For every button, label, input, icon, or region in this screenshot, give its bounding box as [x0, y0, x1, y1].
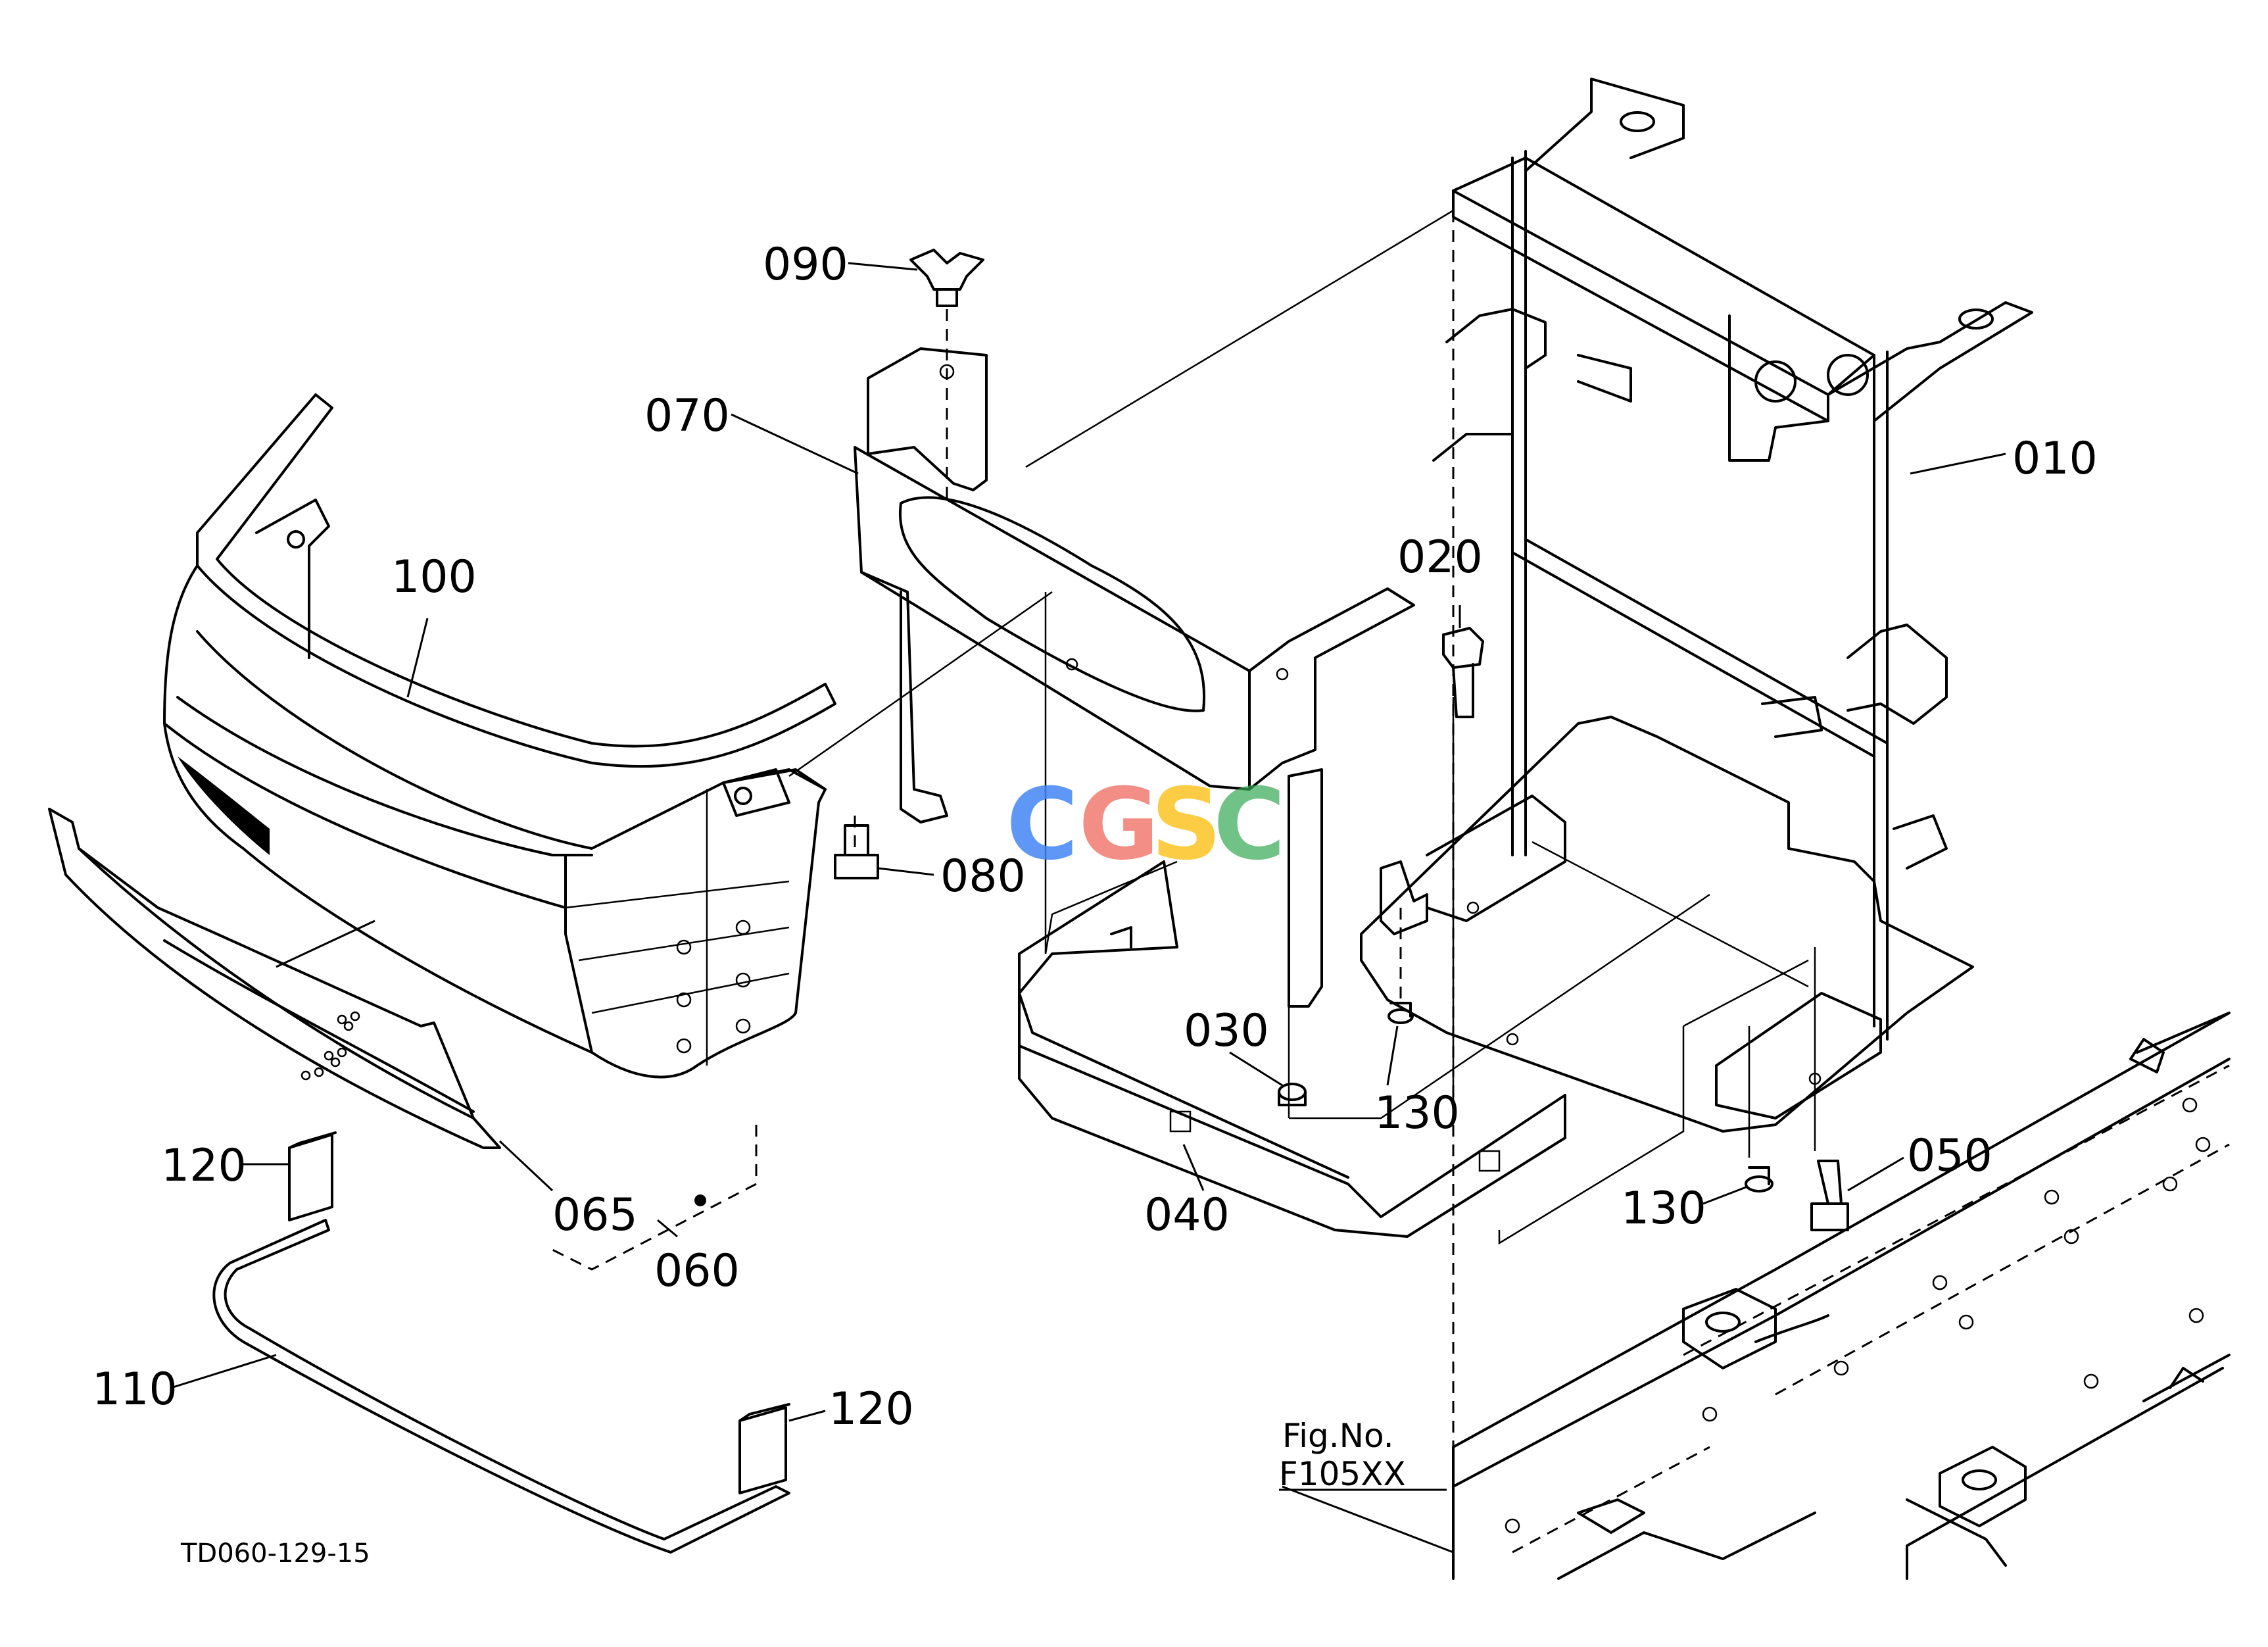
part-label-070: 070 [644, 390, 730, 442]
part-label-090: 090 [763, 239, 848, 291]
battery-tray [1018, 860, 1566, 1238]
nut-030 [1278, 1083, 1307, 1106]
figure-reference-label: Fig.No. [1282, 1417, 1394, 1455]
bolt-080 [834, 824, 879, 879]
part-label-120-upper: 120 [161, 1140, 247, 1192]
upper-support-bracket [854, 309, 1415, 1008]
part-label-040: 040 [1144, 1189, 1230, 1241]
assembly-guide-lines [788, 209, 1816, 1447]
part-label-120-lower: 120 [829, 1383, 914, 1435]
wing-nut [909, 249, 984, 307]
main-support-frame [1432, 78, 2033, 1041]
watermark-letter-c1: C [1006, 768, 1078, 882]
pin-130-lower [1745, 1166, 1773, 1192]
part-label-110: 110 [92, 1364, 178, 1415]
part-label-060: 060 [654, 1245, 740, 1297]
part-label-130-lower: 130 [1621, 1183, 1706, 1235]
assembly-point [694, 1194, 706, 1206]
battery-base-plate [1360, 716, 1974, 1133]
watermark-letter-c2: C [1213, 768, 1286, 882]
tractor-chassis-frame [1452, 1012, 2231, 1580]
part-label-030: 030 [1184, 1005, 1269, 1057]
part-label-065: 065 [552, 1189, 638, 1241]
front-grille-assembly [163, 393, 836, 1079]
part-label-020: 020 [1397, 531, 1483, 583]
callout-leader-lines [170, 262, 2006, 1554]
part-label-050: 050 [1907, 1130, 1992, 1182]
part-label-010: 010 [2012, 433, 2098, 485]
figure-reference-number: F105XX [1279, 1455, 1406, 1493]
part-label-080: 080 [940, 850, 1026, 902]
part-number-labels: 090 070 100 080 010 020 030 130 040 130 … [92, 239, 2098, 1435]
pad-lower [738, 1403, 790, 1494]
assembly-bracket-060 [545, 1125, 758, 1271]
cgsc-watermark-logo: C G S C [1006, 768, 1286, 882]
pin-130-upper [1387, 1002, 1414, 1024]
figure-reference: Fig.No. F105XX [1279, 1417, 1406, 1493]
bolt-020 [1442, 627, 1484, 718]
seal-strip [212, 1219, 790, 1554]
part-label-130-upper: 130 [1374, 1087, 1460, 1139]
bolt-050 [1810, 1160, 1849, 1231]
pad-upper [288, 1131, 337, 1221]
lower-grille-panel [48, 808, 501, 1149]
drawing-number: TD060-129-15 [180, 1538, 370, 1569]
watermark-letter-s: S [1151, 768, 1222, 882]
watermark-letter-g: G [1078, 768, 1159, 882]
part-label-100: 100 [391, 551, 477, 603]
